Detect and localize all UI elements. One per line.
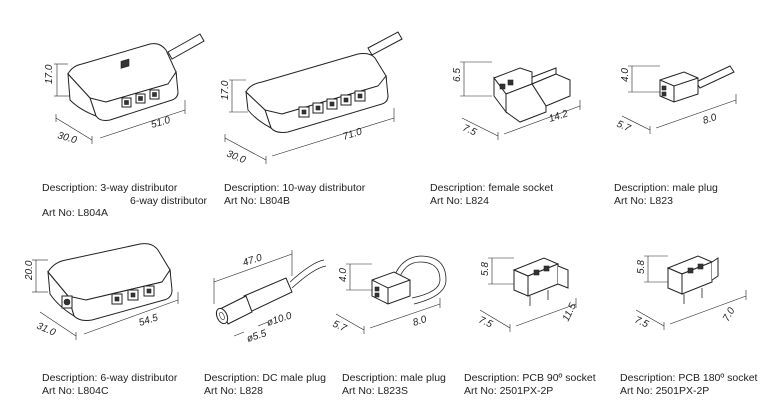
dim-width: 51.0	[150, 115, 172, 131]
caption-l804c: Description: 6-way distributor Art No: L…	[42, 372, 177, 397]
drawing-l824: 6.5 7.5 14.2	[452, 61, 581, 140]
drawing-pcb90: 5.8 7.5 11.5	[477, 257, 579, 332]
dim-depth: 5.7	[615, 119, 633, 135]
dim-height: 20.0	[24, 260, 35, 281]
dim-width: 14.2	[548, 108, 570, 125]
drawing-pcb180: 5.8 7.5 7.0	[633, 255, 747, 331]
art-number-text: Art No: L823	[614, 194, 673, 207]
description-text: Description: 6-way distributor	[42, 372, 178, 384]
dim-width: 71.0	[342, 126, 364, 143]
art-number-text: Art No: L804A	[42, 207, 108, 219]
description-extra-text: 6-way distributor	[130, 194, 208, 207]
drawing-l804b: 17.0 30.0 71.0	[220, 31, 403, 167]
dim-depth: 30.0	[56, 130, 78, 146]
art-number-text: Art No: L828	[204, 384, 263, 397]
caption-l823: Description: male plug Art No: L823	[614, 182, 718, 207]
description-text: Description: PCB 90º socket	[464, 372, 596, 384]
dim-depth: 30.0	[225, 149, 248, 167]
art-number-text: Art No: 2501PX-2P	[620, 384, 710, 397]
dim-height: 17.0	[220, 80, 231, 100]
description-text: Description: PCB 180º socket	[620, 372, 758, 384]
dim-width: 8.0	[412, 314, 429, 329]
drawing-l804a: 17.0 30.0 51.0	[44, 33, 205, 146]
art-number-text: Art No: L804C	[42, 384, 109, 397]
dim-depth: 7.5	[461, 123, 479, 139]
dim-length: 47.0	[242, 252, 264, 269]
dim-depth: 7.5	[633, 315, 651, 331]
drawing-l828: 47.0 ø10.0 ø5.5	[213, 250, 327, 345]
caption-l804a: Description: 3-way distributor 6-way dis…	[42, 182, 207, 220]
dim-width: 8.0	[702, 112, 719, 127]
dim-height: 4.0	[620, 68, 631, 82]
dim-width: 11.5	[561, 301, 579, 323]
drawing-l804c: 20.0 31.0 54.5	[24, 243, 179, 340]
dim-height: 5.8	[480, 262, 491, 276]
art-number-text: Art No: 2501PX-2P	[464, 384, 554, 397]
dim-depth: 31.0	[35, 321, 58, 339]
dim-depth: 7.5	[477, 315, 495, 331]
description-text: Description: 3-way distributor	[42, 182, 178, 194]
art-number-text: Art No: L824	[430, 194, 489, 207]
dim-height: 4.0	[338, 268, 349, 282]
dim-width: 54.5	[138, 312, 160, 329]
dim-height: 6.5	[452, 68, 463, 82]
art-number-text: Art No: L804B	[224, 194, 290, 207]
drawing-l823s: 4.0 5.7 8.0	[331, 255, 447, 335]
dim-height: 17.0	[44, 64, 55, 84]
description-text: Description: male plug	[342, 372, 446, 384]
dim-width: 7.0	[721, 306, 738, 324]
caption-l828: Description: DC male plug Art No: L828	[204, 372, 326, 397]
caption-l823s: Description: male plug Art No: L823S	[342, 372, 446, 397]
art-number-text: Art No: L823S	[342, 384, 408, 397]
description-text: Description: 10-way distributor	[224, 182, 366, 194]
description-text: Description: male plug	[614, 182, 718, 194]
description-text: Description: DC male plug	[204, 372, 326, 384]
caption-pcb90: Description: PCB 90º socket Art No: 2501…	[464, 372, 596, 397]
caption-pcb180: Description: PCB 180º socket Art No: 250…	[620, 372, 757, 397]
dim-depth: 5.7	[331, 319, 349, 335]
description-text: Description: female socket	[430, 182, 554, 194]
caption-l824: Description: female socket Art No: L824	[430, 182, 553, 207]
caption-l804b: Description: 10-way distributor Art No: …	[224, 182, 365, 207]
drawing-l823: 4.0 5.7 8.0	[615, 65, 737, 135]
dim-outer-diameter: ø10.0	[266, 310, 294, 328]
dim-height: 5.8	[636, 260, 647, 274]
dim-inner-diameter: ø5.5	[246, 328, 269, 345]
